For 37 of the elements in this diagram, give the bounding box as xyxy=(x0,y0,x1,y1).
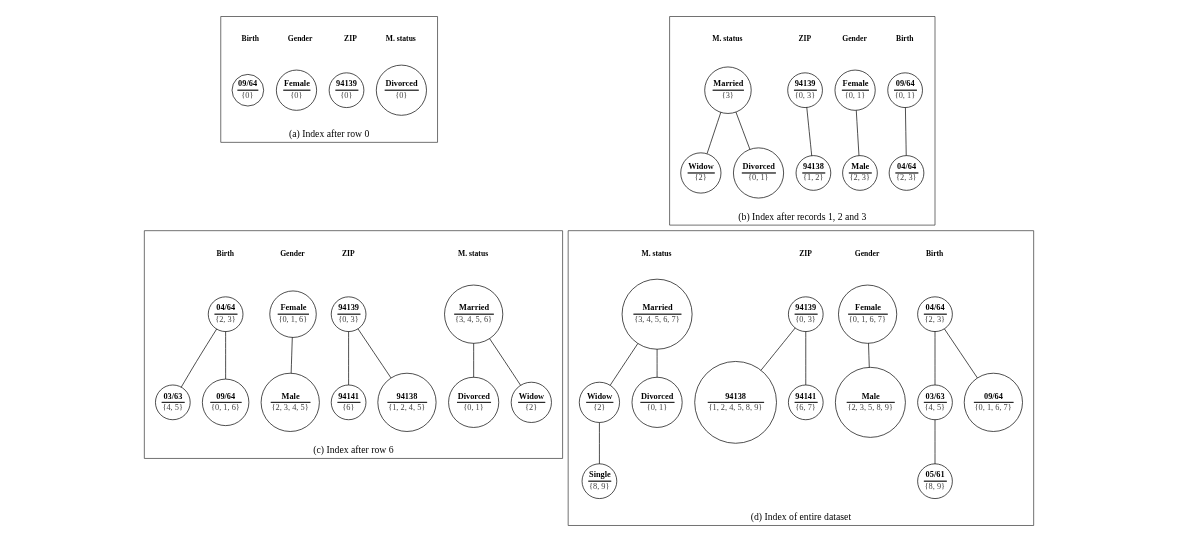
label: Gender xyxy=(287,34,313,44)
connector xyxy=(805,331,807,386)
label: ZIP xyxy=(799,248,812,258)
connector xyxy=(225,331,226,380)
label: ZIP xyxy=(798,34,812,44)
connector xyxy=(760,327,796,371)
label: Birth xyxy=(241,34,259,44)
label: M. status xyxy=(385,34,416,44)
connector xyxy=(357,328,392,379)
connector xyxy=(855,110,860,157)
connector xyxy=(905,107,907,156)
connector xyxy=(348,331,349,386)
connector xyxy=(489,338,521,386)
label: ZIP xyxy=(344,34,357,44)
connector xyxy=(944,328,978,379)
label: Gender xyxy=(280,248,305,258)
label: Birth xyxy=(896,34,914,44)
connector xyxy=(180,328,218,388)
connector xyxy=(934,331,936,386)
label: Birth xyxy=(925,248,944,258)
connector xyxy=(706,111,722,154)
label: Gender xyxy=(854,248,880,258)
label: M. status xyxy=(641,248,672,258)
label: Gender xyxy=(842,34,867,44)
connector xyxy=(609,343,639,386)
connector xyxy=(868,342,870,368)
label: M. status xyxy=(458,248,489,258)
label: M. status xyxy=(712,34,743,44)
connector xyxy=(473,342,474,378)
connector xyxy=(934,419,936,465)
connector xyxy=(290,337,293,374)
connector xyxy=(806,107,813,157)
connector xyxy=(656,348,658,378)
label: Birth xyxy=(216,248,234,258)
connector xyxy=(599,422,600,465)
connector xyxy=(735,111,751,150)
label: ZIP xyxy=(342,248,355,258)
